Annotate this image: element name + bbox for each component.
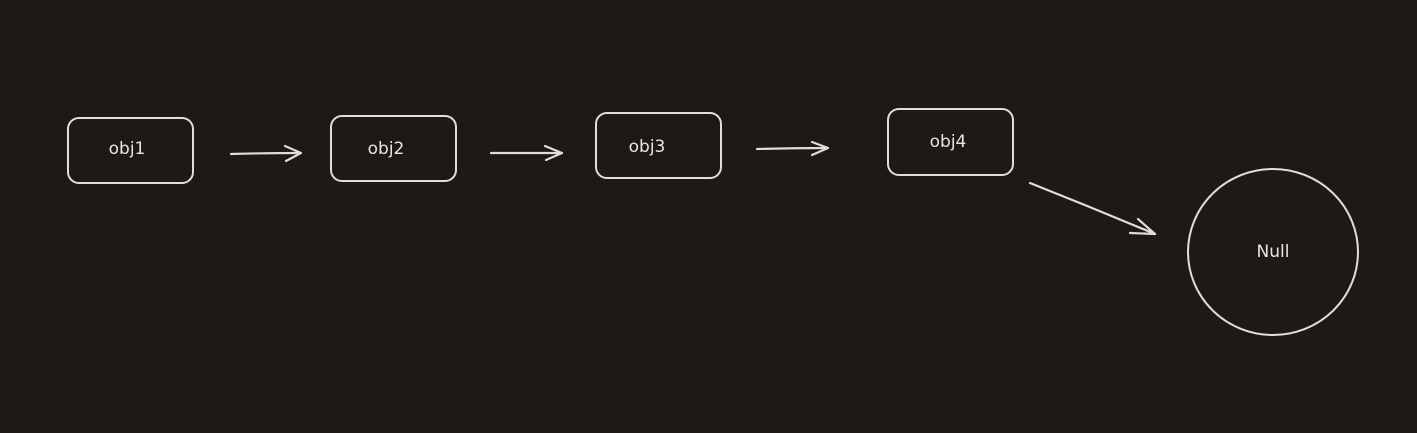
node-null: Null bbox=[1187, 168, 1359, 336]
edge-obj3-obj4 bbox=[755, 140, 830, 157]
node-label-obj1: obj1 bbox=[109, 139, 146, 159]
node-obj1: obj1 bbox=[67, 117, 194, 184]
edge-obj2-obj3 bbox=[489, 144, 564, 162]
node-obj2: obj2 bbox=[330, 115, 457, 182]
edge-obj4-null bbox=[1028, 181, 1157, 236]
node-obj3: obj3 bbox=[595, 112, 722, 179]
node-label-obj2: obj2 bbox=[368, 139, 405, 159]
edge-obj1-obj2 bbox=[229, 144, 303, 163]
node-obj4: obj4 bbox=[887, 108, 1014, 176]
node-label-obj4: obj4 bbox=[930, 132, 967, 152]
node-label-null: Null bbox=[1257, 242, 1290, 262]
node-label-obj3: obj3 bbox=[629, 137, 666, 157]
